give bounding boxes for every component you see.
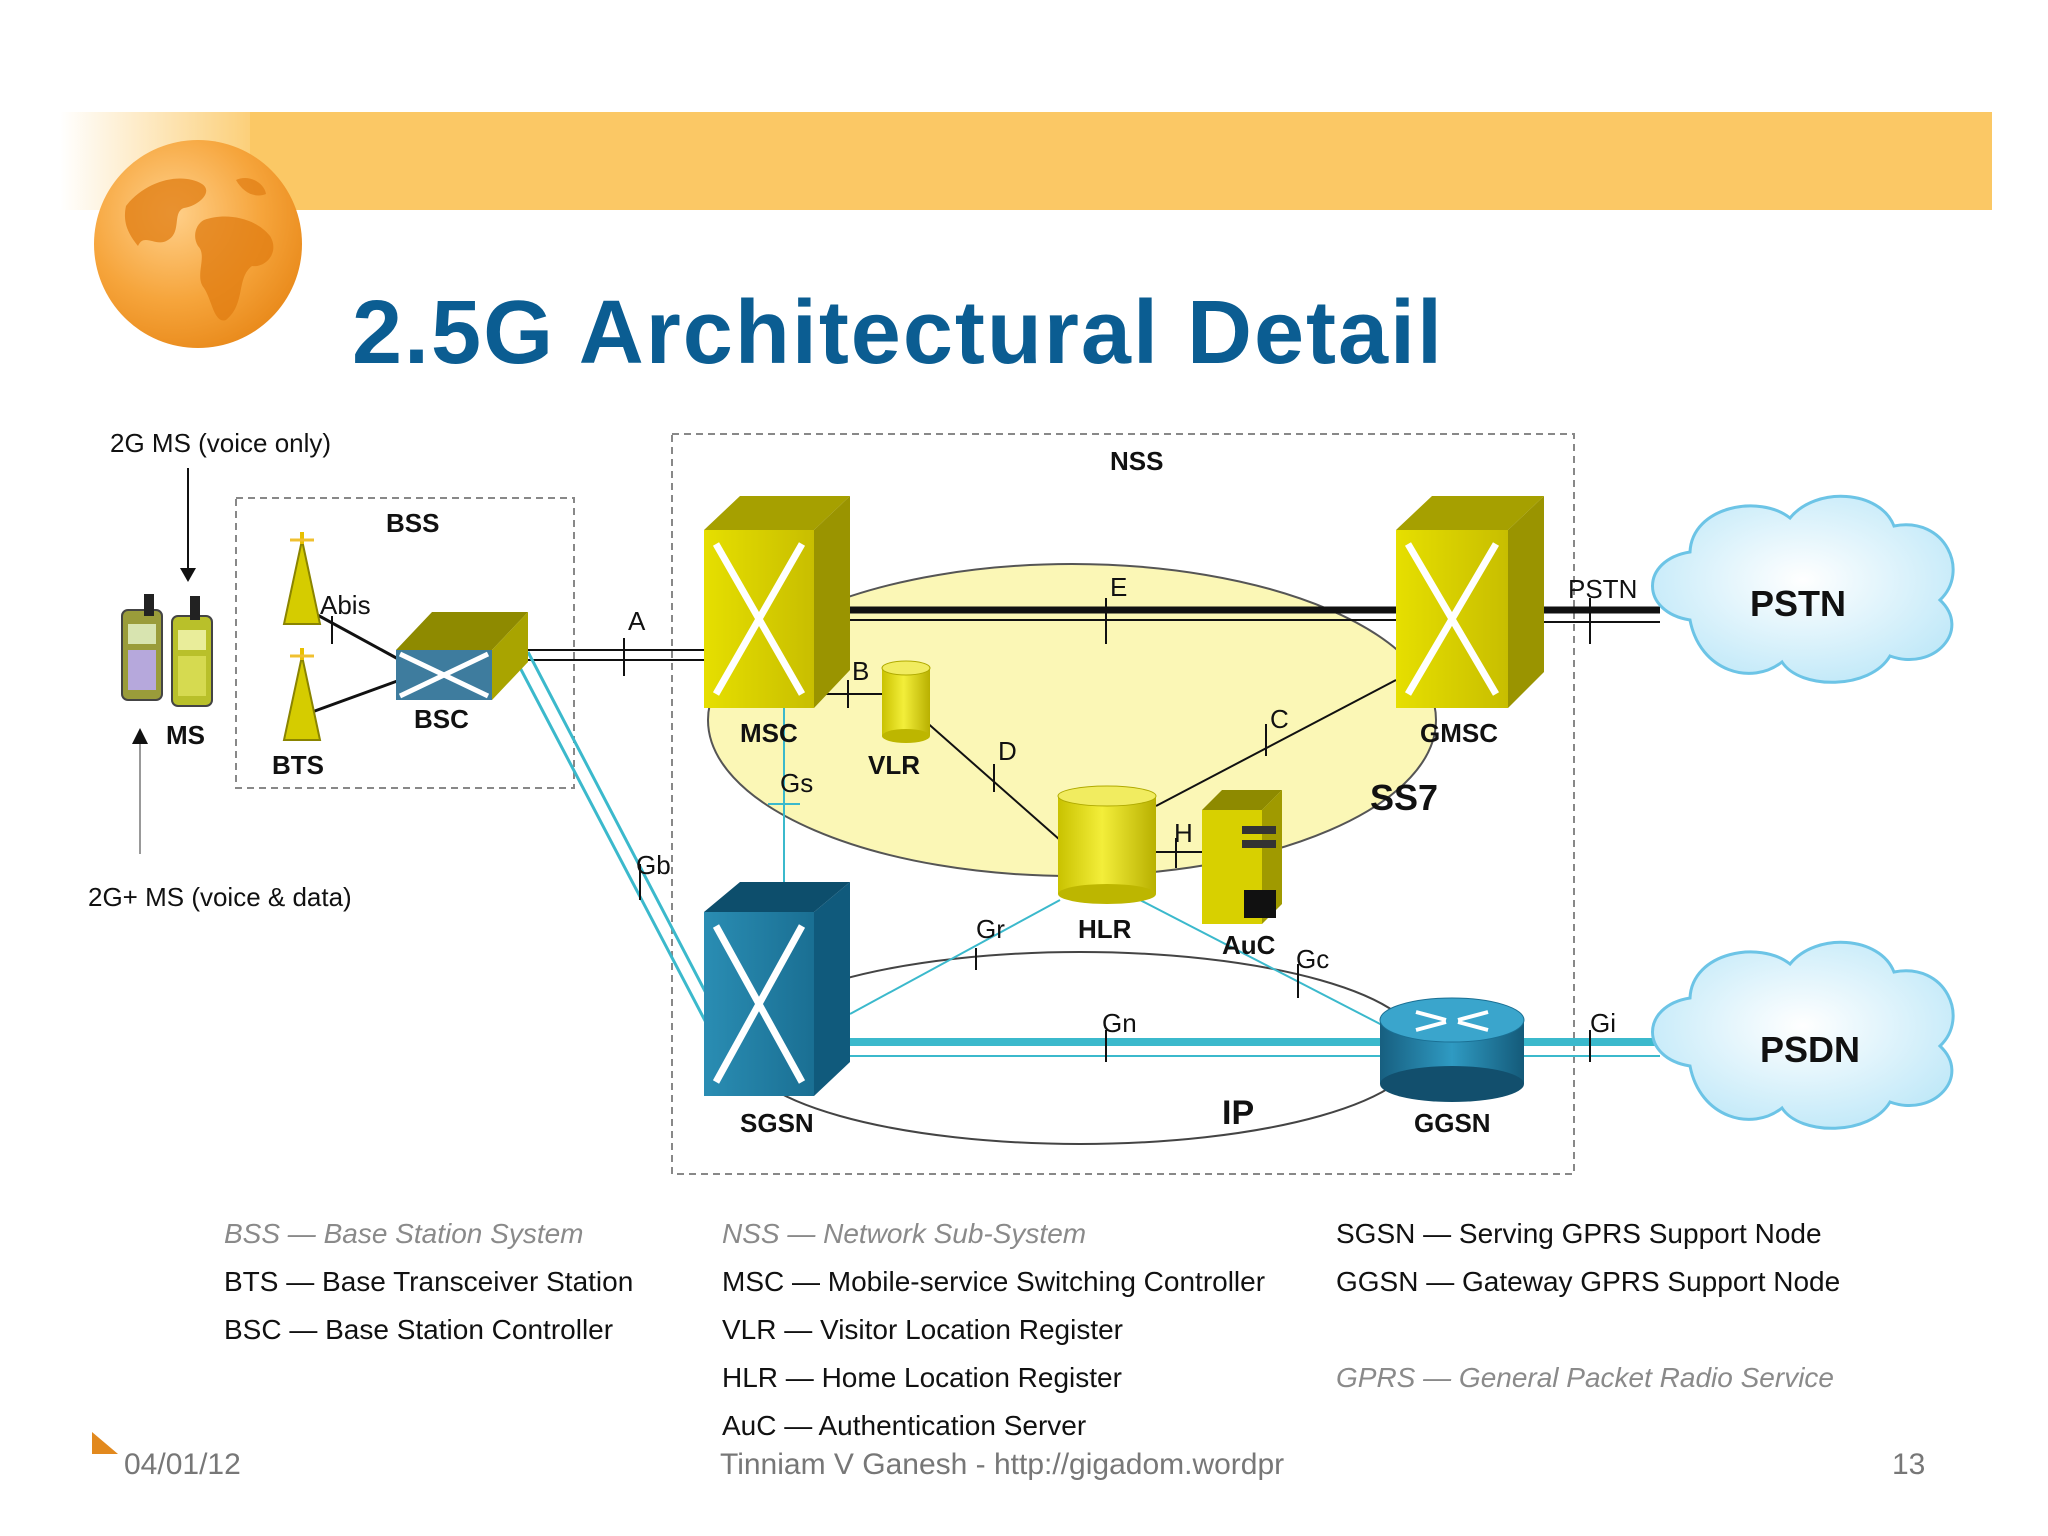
ggsn-label: GGSN	[1414, 1108, 1491, 1138]
legend-item: AuC — Authentication Server	[722, 1410, 1087, 1441]
msc-switch-icon	[704, 496, 850, 708]
ms-handset-icon	[121, 594, 213, 707]
gb-interface-label: Gb	[636, 850, 671, 880]
legend-item: HLR — Home Location Register	[722, 1362, 1122, 1393]
vlr-label: VLR	[868, 750, 920, 780]
ms-2g-plus-annotation: 2G+ MS (voice & data)	[88, 882, 352, 912]
legend-item: GGSN — Gateway GPRS Support Node	[1336, 1266, 1841, 1297]
legend-item: NSS — Network Sub-System	[722, 1218, 1087, 1249]
ggsn-router-icon	[1379, 997, 1525, 1102]
h-interface-label: H	[1174, 818, 1193, 848]
legend-item: BTS — Base Transceiver Station	[224, 1266, 634, 1297]
pstn-cloud-icon	[1651, 494, 1955, 684]
globe-icon	[94, 140, 302, 348]
legend-item: GPRS — General Packet Radio Service	[1336, 1362, 1834, 1393]
legend-item: VLR — Visitor Location Register	[722, 1314, 1123, 1345]
legend-item: BSC — Base Station Controller	[224, 1314, 614, 1345]
a-interface-label: A	[628, 606, 646, 636]
gi-interface-label: Gi	[1590, 1008, 1616, 1038]
slide-title: 2.5G Architectural Detail	[352, 283, 1445, 383]
legend-item	[1336, 1306, 1840, 1354]
bss-group	[235, 497, 575, 789]
ms-label: MS	[166, 720, 205, 750]
auc-server-icon	[1202, 790, 1282, 924]
auc-label: AuC	[1222, 930, 1276, 960]
gs-interface-label: Gs	[780, 768, 813, 798]
nss-group	[671, 433, 1575, 1175]
e-interface-label: E	[1110, 572, 1127, 602]
interface-ticks	[331, 598, 1591, 1062]
psdn-cloud-icon	[1651, 940, 1955, 1130]
gc-interface-label: Gc	[1296, 944, 1329, 974]
ms-2g-annotation: 2G MS (voice only)	[110, 428, 331, 458]
legend-column-2: NSS — Network Sub-System MSC — Mobile-se…	[722, 1210, 1265, 1450]
ss7-group-label: SS7	[1370, 777, 1438, 818]
sgsn-switch-icon	[704, 882, 850, 1096]
gn-interface-label: Gn	[1102, 1008, 1137, 1038]
hlr-database-icon	[1057, 785, 1157, 904]
hlr-label: HLR	[1078, 914, 1132, 944]
footer-page-number: 13	[1892, 1448, 1926, 1481]
legend-item: MSC — Mobile-service Switching Controlle…	[722, 1266, 1266, 1297]
legend-item: SGSN — Serving GPRS Support Node	[1336, 1218, 1822, 1249]
diagram-labels: BSS NSS SS7 IP 2G MS (voice only) 2G+ MS…	[88, 428, 1860, 1138]
footer-triangle-icon	[92, 1432, 118, 1454]
footer-author: Tinniam V Ganesh - http://gigadom.wordpr	[720, 1448, 1285, 1481]
pstn-interface-label: PSTN	[1568, 574, 1637, 604]
bsc-label: BSC	[414, 704, 469, 734]
nss-group-label: NSS	[1110, 446, 1163, 476]
msc-label: MSC	[740, 718, 798, 748]
abis-interface-label: Abis	[320, 590, 371, 620]
ip-group-label: IP	[1222, 1094, 1254, 1132]
gr-interface-label: Gr	[976, 914, 1005, 944]
gmsc-label: GMSC	[1420, 718, 1498, 748]
psdn-label: PSDN	[1760, 1029, 1860, 1070]
bts-label: BTS	[272, 750, 324, 780]
title-banner	[250, 112, 1992, 210]
sgsn-label: SGSN	[740, 1108, 814, 1138]
legend-column-3: SGSN — Serving GPRS Support Node GGSN — …	[1336, 1210, 1840, 1402]
legend-item: BSS — Base Station System	[224, 1218, 584, 1249]
vlr-database-icon	[881, 660, 931, 743]
bsc-switch-icon	[396, 612, 528, 700]
gmsc-switch-icon	[1396, 496, 1544, 708]
footer-date: 04/01/12	[124, 1448, 241, 1481]
pstn-label: PSTN	[1750, 583, 1846, 624]
d-interface-label: D	[998, 736, 1017, 766]
bts-tower-icon	[282, 532, 322, 741]
legend-column-1: BSS — Base Station System BTS — Base Tra…	[224, 1210, 633, 1354]
b-interface-label: B	[852, 656, 869, 686]
bss-group-label: BSS	[386, 508, 439, 538]
links	[132, 468, 1660, 1057]
c-interface-label: C	[1270, 704, 1289, 734]
